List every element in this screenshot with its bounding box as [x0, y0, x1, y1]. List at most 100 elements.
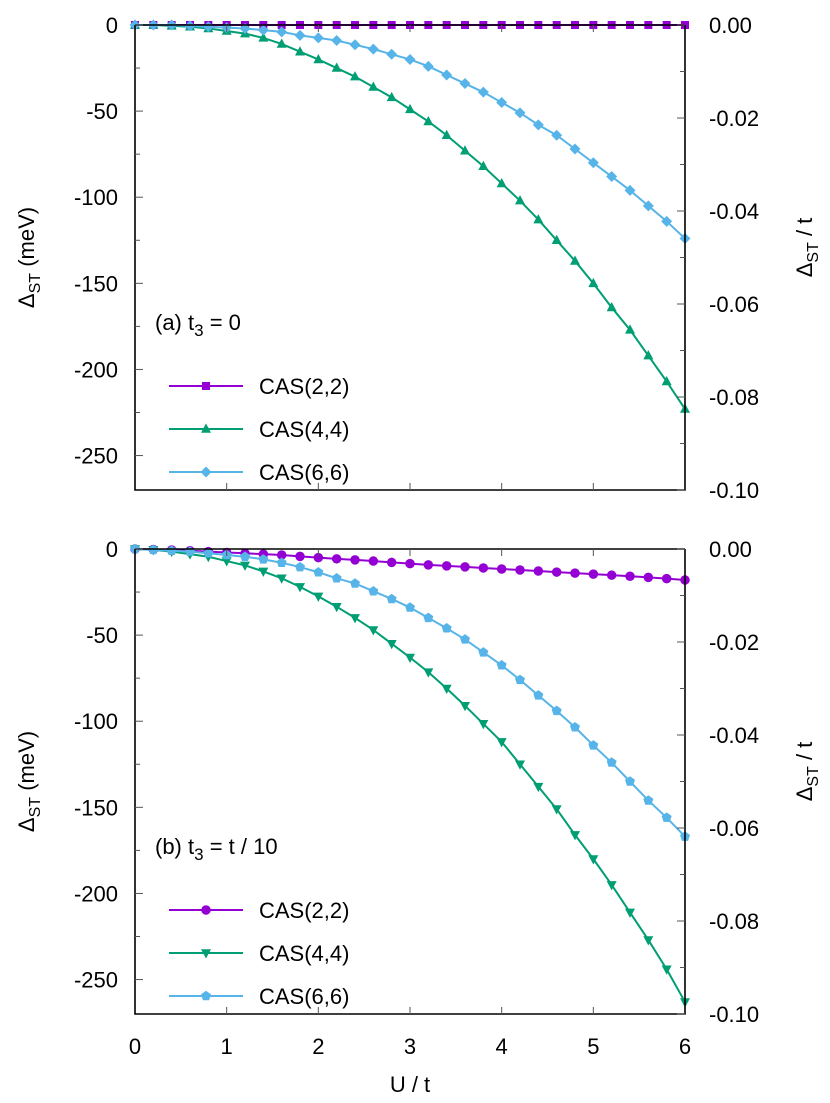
y-right-tick-label: -0.04 — [709, 199, 759, 224]
y-tick-label: -100 — [74, 709, 118, 734]
triangle-down-marker-icon — [201, 949, 211, 959]
plot-frame — [134, 549, 686, 1015]
legend-item: CAS(6,6) — [169, 460, 349, 485]
y-tick-label: -50 — [86, 623, 118, 648]
y-tick-label: 0 — [106, 13, 118, 38]
pentagon-marker-icon — [350, 578, 360, 588]
triangle-down-marker-icon — [533, 782, 544, 793]
x-tick-label: 0 — [129, 1034, 141, 1059]
circle-marker-icon — [276, 550, 287, 560]
triangle-up-marker-icon — [276, 38, 287, 48]
triangle-up-marker-icon — [606, 301, 617, 312]
y-tick-label: -50 — [86, 99, 118, 124]
diamond-marker-icon — [624, 184, 636, 196]
triangle-up-marker-icon — [570, 255, 580, 265]
circle-marker-icon — [533, 566, 544, 576]
panel-b: 0 -50 -100 -150 -200 -250 0.00 -0.02 -0.04 -0.06 -… — [14, 537, 822, 1059]
triangle-down-marker-icon — [588, 855, 599, 865]
triangle-up-marker-icon — [661, 376, 672, 386]
circle-marker-icon — [588, 569, 599, 579]
triangle-down-marker-icon — [240, 561, 250, 571]
pentagon-marker-icon — [313, 567, 324, 577]
diamond-marker-icon — [422, 60, 434, 72]
series-line-cas-4-4- — [135, 24, 686, 410]
legend: (b) t3 = t / 10 CAS(2,2) CAS(4,4) CAS(6,6) — [155, 834, 349, 1009]
pentagon-marker-icon — [258, 554, 269, 564]
y-right-tick-label: -0.02 — [709, 106, 759, 131]
y-axis-label-right: ΔST / t — [792, 218, 822, 278]
circle-marker-icon — [441, 561, 452, 571]
y-right-tick-label: -0.06 — [709, 816, 759, 841]
diamond-marker-icon — [294, 29, 306, 41]
y-axis-label-left: ΔST (meV) — [14, 731, 44, 832]
diamond-marker-icon — [477, 86, 489, 98]
pentagon-marker-icon — [496, 660, 507, 670]
series-group — [130, 543, 690, 1008]
y-tick-label: -150 — [74, 795, 118, 820]
triangle-down-marker-icon — [368, 626, 379, 636]
triangle-down-marker-icon — [405, 653, 415, 663]
diamond-marker-icon — [257, 24, 269, 36]
triangle-up-marker-icon — [496, 177, 507, 188]
y-right-tick-label: -0.02 — [709, 630, 759, 655]
diamond-marker-icon — [184, 20, 196, 32]
pentagon-marker-icon — [515, 674, 525, 685]
y-tick-label: -100 — [74, 185, 118, 210]
triangle-up-marker-icon — [515, 195, 525, 205]
y-right-tick-label: -0.04 — [709, 723, 759, 748]
circle-marker-icon — [643, 572, 654, 583]
pentagon-marker-icon — [625, 776, 635, 786]
triangle-up-marker-icon — [441, 129, 452, 139]
x-tick-label: 5 — [587, 1034, 599, 1059]
triangle-down-marker-icon — [295, 583, 305, 593]
pentagon-marker-icon — [643, 795, 654, 805]
diamond-marker-icon — [606, 171, 618, 183]
pentagon-marker-icon — [240, 551, 250, 561]
triangle-down-marker-icon — [350, 614, 360, 624]
y-right-tick-label: 0.00 — [709, 537, 752, 562]
diamond-marker-icon — [587, 157, 599, 169]
triangle-up-marker-icon — [201, 423, 211, 433]
panel-condition-label: (a) t3 = 0 — [155, 310, 241, 340]
triangle-up-marker-icon — [405, 103, 415, 114]
diamond-marker-icon — [349, 39, 361, 51]
panel-condition-label: (b) t3 = t / 10 — [155, 834, 278, 864]
y-tick-label: -250 — [74, 968, 118, 993]
diamond-marker-icon — [200, 466, 212, 478]
legend-item: CAS(4,4) — [169, 417, 349, 442]
triangle-down-marker-icon — [276, 574, 287, 584]
y-tick-label: 0 — [106, 537, 118, 562]
triangle-down-marker-icon — [258, 567, 269, 577]
triangle-up-marker-icon — [258, 32, 269, 42]
triangle-down-marker-icon — [661, 965, 672, 975]
diamond-marker-icon — [312, 32, 324, 44]
series-line-cas-6-6- — [134, 548, 686, 838]
pentagon-marker-icon — [203, 548, 214, 558]
x-tick-label: 2 — [312, 1034, 324, 1059]
triangle-down-marker-icon — [625, 908, 635, 918]
triangle-down-marker-icon — [570, 831, 580, 841]
circle-marker-icon — [570, 568, 580, 578]
legend-label: CAS(4,4) — [259, 941, 349, 966]
legend-item: CAS(4,4) — [169, 941, 349, 966]
pentagon-marker-icon — [478, 647, 489, 657]
triangle-down-marker-icon — [313, 592, 324, 602]
diamond-marker-icon — [386, 48, 398, 60]
pentagon-marker-icon — [661, 812, 672, 822]
y-right-tick-label: -0.10 — [709, 1002, 759, 1027]
legend-item: CAS(2,2) — [169, 898, 349, 923]
legend-label: CAS(6,6) — [259, 984, 349, 1009]
triangle-up-marker-icon — [386, 91, 397, 102]
triangle-down-marker-icon — [331, 602, 342, 613]
triangle-up-marker-icon — [423, 115, 434, 126]
y-tick-label: -200 — [74, 881, 118, 906]
circle-marker-icon — [313, 552, 324, 563]
circle-marker-icon — [295, 551, 305, 562]
y-tick-label: -200 — [74, 357, 118, 382]
circle-marker-icon — [515, 565, 525, 575]
pentagon-marker-icon — [368, 585, 379, 596]
triangle-up-marker-icon — [331, 62, 342, 72]
triangle-down-marker-icon — [386, 639, 397, 650]
circle-marker-icon — [386, 557, 397, 568]
